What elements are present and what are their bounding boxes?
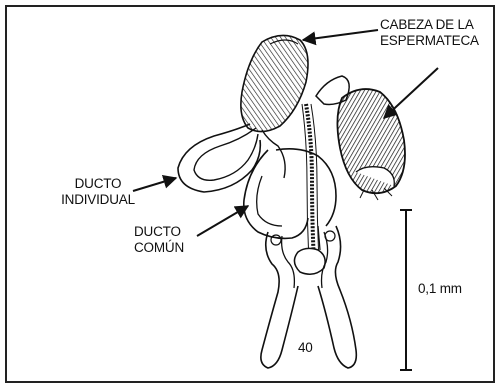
- label-common-duct: DUCTO COMÚN: [134, 224, 184, 256]
- label-spermatheca-head-line1: CABEZA DE LA: [380, 17, 479, 33]
- label-common-duct-line1: DUCTO: [134, 224, 184, 240]
- right-spermatheca-head: [337, 89, 405, 200]
- label-spermatheca-head-line2: ESPERMATECA: [380, 33, 479, 49]
- label-common-duct-line2: COMÚN: [134, 240, 184, 256]
- left-spermatheca-head: [241, 35, 308, 131]
- arrow-common-duct: [197, 206, 248, 236]
- arrow-spermatheca-head-1: [303, 30, 378, 40]
- label-individual-duct-line1: DUCTO: [60, 176, 136, 192]
- label-spermatheca-head: CABEZA DE LA ESPERMATECA: [380, 17, 479, 49]
- label-individual-duct: DUCTO INDIVIDUAL: [60, 176, 136, 208]
- arrow-spermatheca-head-2: [384, 68, 438, 118]
- scale-bar: [400, 210, 412, 370]
- basal-bulb: [294, 248, 325, 274]
- arrow-individual-duct: [133, 178, 176, 191]
- label-figure-number: 40: [298, 340, 313, 356]
- right-neck: [316, 76, 349, 105]
- label-scale-bar: 0,1 mm: [418, 281, 462, 297]
- common-duct: [244, 149, 336, 239]
- individual-duct: [178, 124, 285, 192]
- label-individual-duct-line2: INDIVIDUAL: [60, 192, 136, 208]
